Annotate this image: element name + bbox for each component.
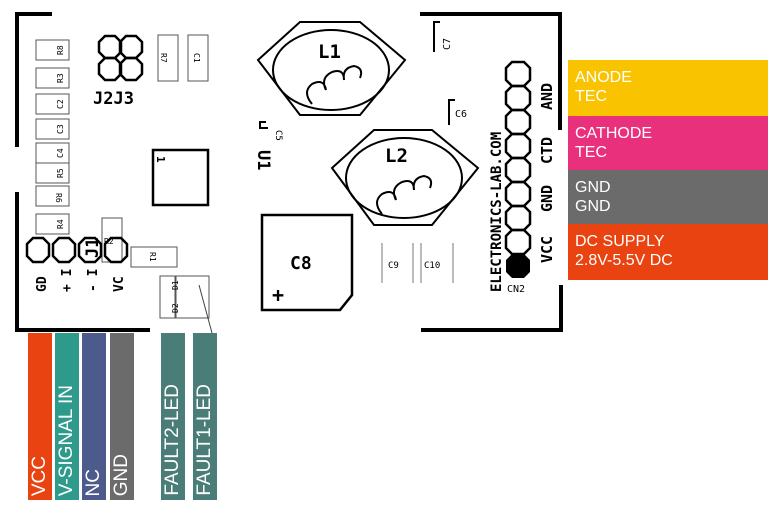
label-fault1-wire: FAULT1-LED <box>193 333 217 500</box>
label-c8-plus: + <box>272 283 284 307</box>
label-gnd-wire: GND <box>110 333 134 500</box>
legend-gnd-line2: GND <box>575 198 611 215</box>
legend-dc-supply: DC SUPPLY 2.8V-5.5V DC <box>568 224 768 280</box>
j1-header <box>25 236 129 264</box>
label-nc-text: NC <box>83 468 104 496</box>
u1-package <box>151 148 210 207</box>
legend-cathode-line2: TEC <box>575 144 607 161</box>
board-corner-top-left <box>15 12 52 147</box>
label-r7: R7 <box>159 53 168 63</box>
j2j3-header <box>97 34 144 82</box>
label-c9: C9 <box>388 261 399 271</box>
label-pin1: 1 <box>154 156 167 163</box>
label-cn2-ctd: CTD <box>538 137 556 164</box>
l2-inductor <box>330 129 480 226</box>
label-j1-vc: VC <box>112 276 127 292</box>
label-c5: C5 <box>273 130 283 141</box>
label-v-signal-text: V-SIGNAL IN <box>56 384 77 496</box>
c8-capacitor <box>260 213 354 312</box>
label-j2j3: J2J3 <box>93 89 134 109</box>
legend-cathode: CATHODE TEC <box>568 116 768 170</box>
label-fault2-wire: FAULT2-LED <box>161 333 185 500</box>
fault-leader-line <box>198 284 213 334</box>
label-r8: R8 <box>56 45 65 55</box>
label-c4: C4 <box>56 148 65 158</box>
label-r4: R4 <box>56 219 65 229</box>
l1-inductor <box>256 21 407 116</box>
label-r1: R1 <box>148 252 157 262</box>
label-cn2-gnd: GND <box>538 185 556 212</box>
label-vcc-text: VCC <box>29 455 50 496</box>
cn2-header <box>504 60 532 256</box>
cn2-pin1-pad <box>506 254 530 278</box>
label-c6: C6 <box>455 109 467 120</box>
label-d2: D2 <box>171 303 180 313</box>
legend-cathode-line1: CATHODE <box>575 125 653 142</box>
label-r2: R2 <box>104 237 114 246</box>
label-l2: L2 <box>385 145 408 167</box>
label-gnd-text: GND <box>111 453 132 496</box>
label-c3: C3 <box>56 124 65 134</box>
label-v-signal-wire: V-SIGNAL IN <box>55 333 79 500</box>
label-j1-minus-i: - I <box>86 269 101 292</box>
label-nc-wire: NC <box>82 333 106 500</box>
label-r3: R3 <box>56 73 65 83</box>
label-r6: R6 <box>54 193 63 203</box>
label-cn2-vcc: VCC <box>538 236 556 263</box>
label-r5: R5 <box>56 168 65 178</box>
legend-dc-supply-line1: DC SUPPLY <box>575 233 665 250</box>
legend-dc-supply-line2: 2.8V-5.5V DC <box>575 252 673 269</box>
label-u1: U1 <box>253 150 273 170</box>
label-fault2-text: FAULT2-LED <box>162 384 183 496</box>
label-c2: C2 <box>56 99 65 109</box>
label-j1-plus-i: + I <box>60 269 75 292</box>
label-vcc-wire: VCC <box>28 333 52 500</box>
label-cn2: CN2 <box>507 284 525 295</box>
label-c1: C1 <box>192 53 201 63</box>
label-website: ELECTRONICS-LAB.COM <box>489 132 505 292</box>
legend-gnd: GND GND <box>568 170 768 224</box>
label-l1: L1 <box>318 41 341 63</box>
label-d1: D1 <box>171 280 180 290</box>
label-cn2-and: AND <box>538 83 556 110</box>
label-c8: C8 <box>290 253 312 274</box>
board-corner-bottom-right <box>421 285 563 332</box>
board-corner-bottom-left <box>15 192 150 332</box>
board-corner-top-right <box>420 12 562 130</box>
label-c10: C10 <box>424 261 440 271</box>
label-j1: J1 <box>83 238 103 258</box>
label-c7: C7 <box>442 38 453 50</box>
legend-anode: ANODE TEC <box>568 60 768 116</box>
legend-anode-line1: ANODE <box>575 69 632 86</box>
legend-anode-line2: TEC <box>575 88 607 105</box>
legend-gnd-line1: GND <box>575 179 611 196</box>
label-j1-gd: GD <box>35 276 50 292</box>
label-fault1-text: FAULT1-LED <box>194 384 215 496</box>
